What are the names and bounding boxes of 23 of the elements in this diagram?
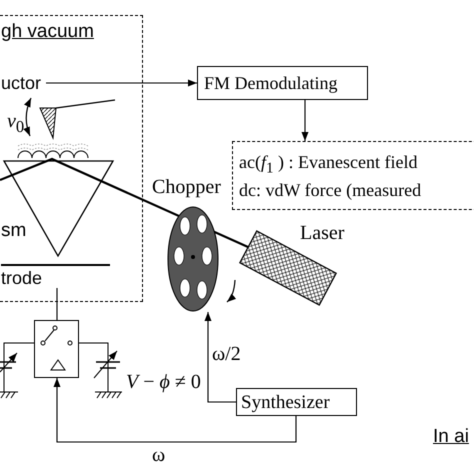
- formula-label: V − ϕ ≠ 0: [126, 371, 201, 394]
- dashed-boundary: [0, 15, 143, 302]
- box-text: Synthesizer: [241, 392, 330, 414]
- arrow: [54, 378, 297, 443]
- region-label: In ai: [433, 426, 469, 448]
- part-label: Chopper: [152, 176, 221, 199]
- note-box: [232, 141, 474, 210]
- box-text: FM Demodulating: [204, 73, 338, 94]
- part-label: trode: [1, 268, 42, 289]
- part-label: uctor: [1, 73, 47, 95]
- arrow: [46, 80, 197, 86]
- process-box: [236, 388, 357, 416]
- part-label: Laser: [300, 222, 344, 245]
- arrow: [302, 100, 308, 141]
- symbol-label: ν$_{0}$: [7, 110, 24, 136]
- arrow: [204, 312, 236, 403]
- note-text: dc: vdW force (measured: [239, 180, 422, 201]
- switch-box: [34, 320, 79, 378]
- part-label: sm: [1, 220, 26, 242]
- process-box: [197, 66, 368, 100]
- note-text: ac(f$_{1}$ ) : Evanescent field: [239, 152, 418, 178]
- chamber-title: gh vacuum: [1, 21, 94, 43]
- connector-line: [56, 288, 58, 320]
